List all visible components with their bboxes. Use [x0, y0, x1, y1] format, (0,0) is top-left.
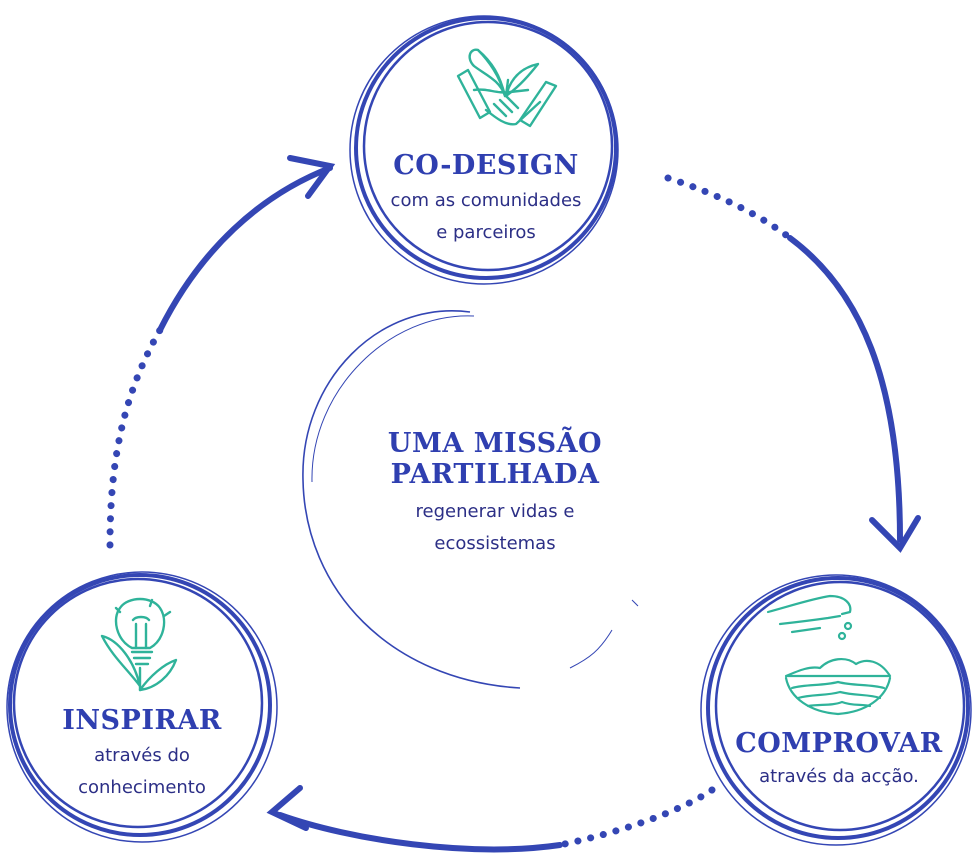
codesign-node: CO-DESIGN com as comunidades e parceiros — [376, 150, 596, 248]
comprovar-node: COMPROVAR através da acção. — [728, 728, 950, 793]
comprovar-title: COMPROVAR — [735, 728, 943, 759]
comprovar-subtitle: através da acção. — [759, 766, 919, 788]
arrow-comprovar-to-inspirar — [266, 785, 716, 853]
codesign-ring — [349, 15, 619, 285]
handshake-sprout-icon — [456, 48, 558, 128]
center-node: UMA MISSÃO PARTILHADA regenerar vidas e … — [370, 428, 620, 559]
center-subtitle-line2: ecossistemas — [434, 532, 556, 554]
center-circle — [302, 310, 639, 689]
arrow-inspirar-to-codesign — [106, 155, 336, 549]
codesign-subtitle-line1: com as comunidades — [390, 190, 582, 212]
inspirar-title: INSPIRAR — [62, 705, 222, 736]
center-subtitle-line1: regenerar vidas e — [415, 501, 575, 523]
inspirar-subtitle-line1: através do — [94, 745, 190, 767]
inspirar-subtitle-line2: conhecimento — [78, 776, 206, 798]
codesign-subtitle-line2: e parceiros — [436, 221, 536, 243]
lightbulb-leaf-icon — [100, 597, 178, 692]
inspirar-ring — [6, 571, 278, 843]
center-title-line1: UMA MISSÃO — [387, 428, 603, 459]
center-title-line2: PARTILHADA — [390, 459, 600, 491]
hand-sowing-soil-icon — [766, 594, 892, 716]
inspirar-node: INSPIRAR através do conhecimento — [32, 705, 252, 803]
arrow-codesign-to-comprovar — [664, 174, 921, 553]
codesign-title: CO-DESIGN — [393, 150, 579, 181]
comprovar-ring — [700, 574, 972, 846]
